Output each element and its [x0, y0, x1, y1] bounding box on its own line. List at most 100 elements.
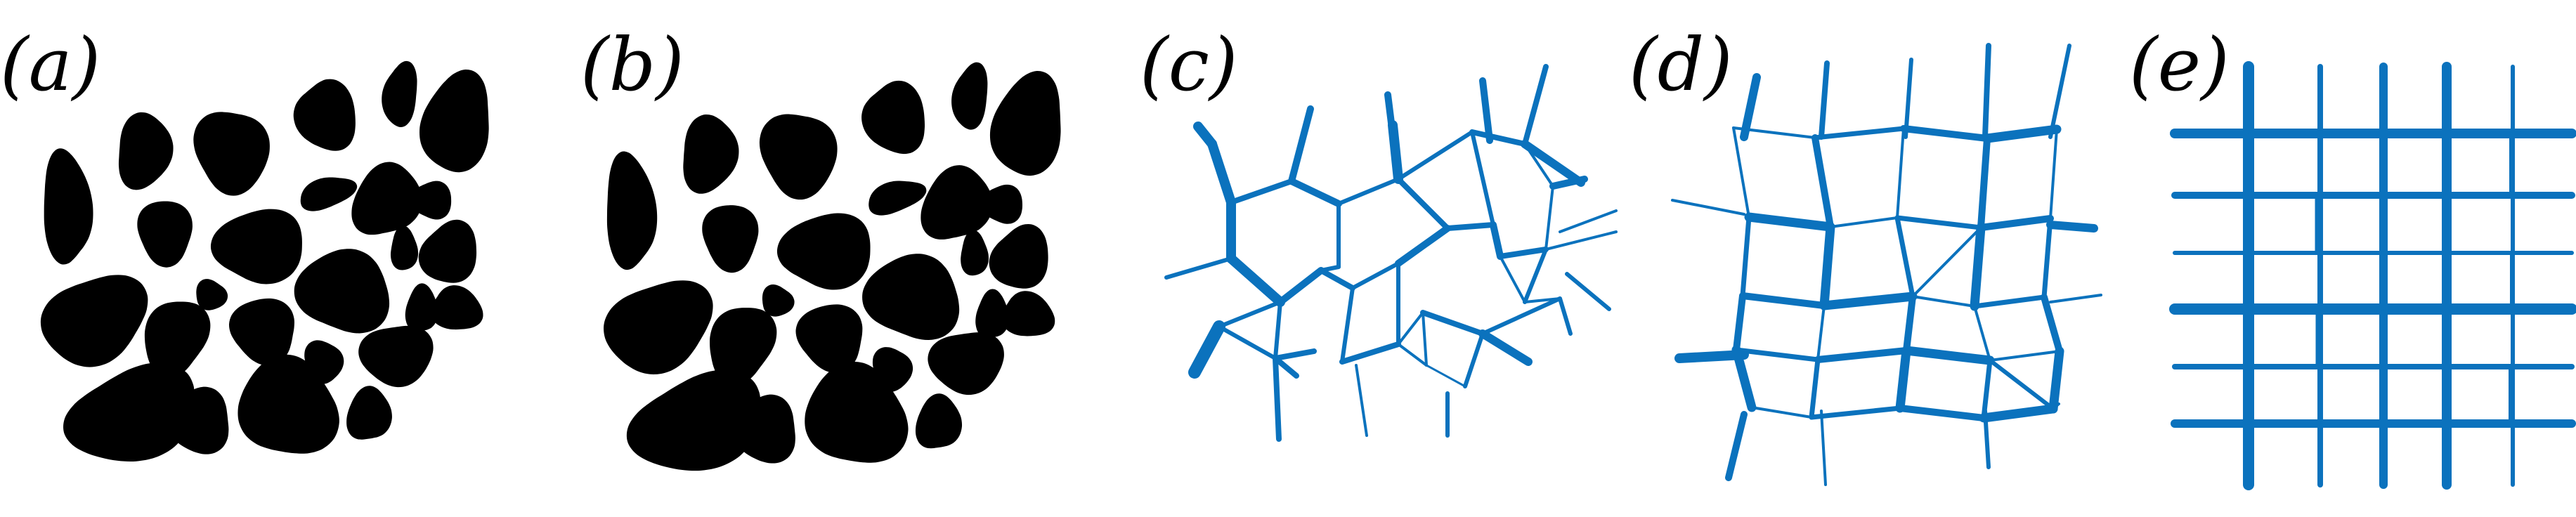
panel-d-network — [1671, 43, 2102, 486]
panel-b-blob-10 — [776, 213, 871, 290]
panel-d-v-edge-11 — [1903, 293, 1916, 354]
panel-d-h-edge-9 — [1739, 292, 1828, 309]
panel-c-edge-11 — [1445, 222, 1496, 231]
panel-c-tail-7 — [1188, 320, 1225, 379]
panel-c-edge-7 — [1396, 130, 1474, 181]
panel-c-edge-31 — [1523, 247, 1548, 304]
panel-d-h-edge-20 — [1979, 404, 2058, 423]
panel-c-edge-13 — [1395, 225, 1451, 267]
panel-b-blob-13 — [961, 230, 989, 276]
panel-d-h-edge-5 — [1744, 212, 1835, 232]
panel-d: (d) — [1629, 22, 2102, 486]
panel-c-edge-10 — [1470, 130, 1495, 227]
panel-c-edge-15 — [1318, 268, 1355, 291]
panel-d-v-edge-3 — [1733, 292, 1746, 353]
panel-d-v-edge-9 — [1896, 127, 1905, 219]
panel-d-tail-11 — [1820, 410, 1827, 486]
panel-c-edge-14 — [1351, 261, 1400, 290]
panel-d-v-edge-5 — [1811, 134, 1834, 230]
panel-a: (a) — [0, 22, 489, 462]
panel-b-blob-2 — [683, 114, 739, 194]
panel-d-v-edge-7 — [1816, 304, 1826, 361]
panel-b-blob-9 — [702, 205, 759, 273]
panel-c-edge-40 — [1544, 230, 1618, 251]
panel-a-blob-3 — [193, 112, 270, 196]
panel-a-blob-6 — [419, 69, 489, 173]
panel-c-edge-25 — [1339, 341, 1401, 365]
panel-a-blob-19 — [405, 283, 438, 332]
panel-b-blob-7 — [869, 181, 927, 216]
panel-d-v-edge-1 — [1732, 126, 1750, 218]
panel-a-blob-2 — [118, 112, 174, 190]
panel-b-blob-22 — [928, 332, 1004, 395]
panel-a-blob-10 — [210, 209, 302, 284]
panel-c-edge-19 — [1226, 254, 1285, 307]
panel-c-edge-22 — [1273, 300, 1282, 360]
panel-b-blob-17 — [795, 304, 863, 373]
panel-d-h-edge-3 — [1900, 125, 1991, 142]
panel-d-tail-10 — [1725, 411, 1748, 481]
panel-c-edge-33 — [1490, 221, 1504, 260]
panel-d-h-edge-19 — [1897, 405, 1987, 421]
panel-d-v-edge-19 — [2041, 294, 2063, 355]
panel-b-blob-15 — [604, 280, 713, 374]
panel-a-blob-12 — [418, 219, 477, 283]
panel-c-edge-32 — [1497, 247, 1549, 259]
panel-d-label: (d) — [1629, 22, 1733, 107]
panel-a-blob-23 — [63, 362, 195, 462]
panel-c-tail-9 — [1273, 348, 1317, 361]
panel-a-label: (a) — [0, 22, 100, 107]
panel-e-network — [2169, 61, 2576, 490]
panel-c-edge-20 — [1217, 300, 1282, 329]
panel-a-blob-15 — [40, 275, 148, 367]
panel-a-blob-17 — [228, 298, 294, 366]
panel-a-blob-5 — [382, 60, 417, 128]
panel-d-v-edge-15 — [1973, 305, 1991, 362]
panel-d-v-edge-14 — [1970, 223, 1986, 311]
panel-d-v-edge-8 — [1809, 357, 1821, 420]
panel-a-blob-14 — [196, 279, 228, 310]
panel-d-h-edge-6 — [1829, 216, 1899, 228]
panel-b-blob-24 — [733, 394, 795, 464]
panel-b-blob-12 — [989, 224, 1048, 289]
panel-d-h-edge-4 — [1982, 124, 2062, 143]
panel-c-tail-14 — [1565, 272, 1611, 311]
panel-c-edge-21 — [1217, 325, 1277, 360]
panel-c-tail-13 — [1558, 296, 1573, 336]
panel-a-blob-8 — [351, 162, 422, 235]
panel-d-tail-7 — [1674, 350, 1749, 363]
panel-d-h-edge-17 — [1750, 406, 1813, 419]
panel-d-h-edge-2 — [1812, 126, 1906, 140]
panel-c-label: (c) — [1140, 22, 1237, 107]
panel-a-blob-26 — [346, 386, 392, 440]
panel-d-h-edge-15 — [1901, 346, 1995, 365]
panel-c-network — [1164, 64, 1618, 442]
panel-a-blob-24 — [167, 386, 229, 454]
panel-a-blob-16 — [144, 301, 211, 379]
panel-c-tail-6 — [1164, 256, 1233, 280]
panel-b-blob-19 — [975, 289, 1009, 339]
panel-c-edge-28 — [1420, 310, 1485, 336]
panel-d-tail-3 — [1904, 58, 1913, 139]
panel-d-v-edge-20 — [2048, 346, 2064, 414]
panel-e-label: (e) — [2129, 22, 2230, 107]
panel-d-v-edge-17 — [2049, 128, 2058, 220]
panel-b-blob-1 — [606, 151, 658, 270]
panel-c-edge-35 — [1463, 332, 1485, 388]
panel-b-blob-20 — [1001, 291, 1055, 336]
panel-d-h-edge-18 — [1809, 405, 1903, 420]
panel-d-diag-2 — [1988, 358, 2055, 411]
panel-c-edge-4 — [1288, 178, 1342, 207]
panel-c-edge-34 — [1544, 185, 1554, 251]
panel-d-tail-1 — [1740, 73, 1761, 141]
panel-d-tail-4 — [1982, 43, 1991, 140]
panel-d-v-edge-10 — [1894, 215, 1915, 299]
panel-a-blob-4 — [293, 79, 356, 151]
panel-c-edge-27 — [1397, 311, 1424, 346]
panel-d-v-edge-12 — [1895, 346, 1911, 413]
panel-d-v-edge-18 — [2041, 216, 2053, 300]
panel-a-blob-11 — [410, 181, 452, 220]
panel-c-edge-37 — [1422, 311, 1428, 367]
panel-d-h-edge-16 — [1989, 350, 2061, 362]
